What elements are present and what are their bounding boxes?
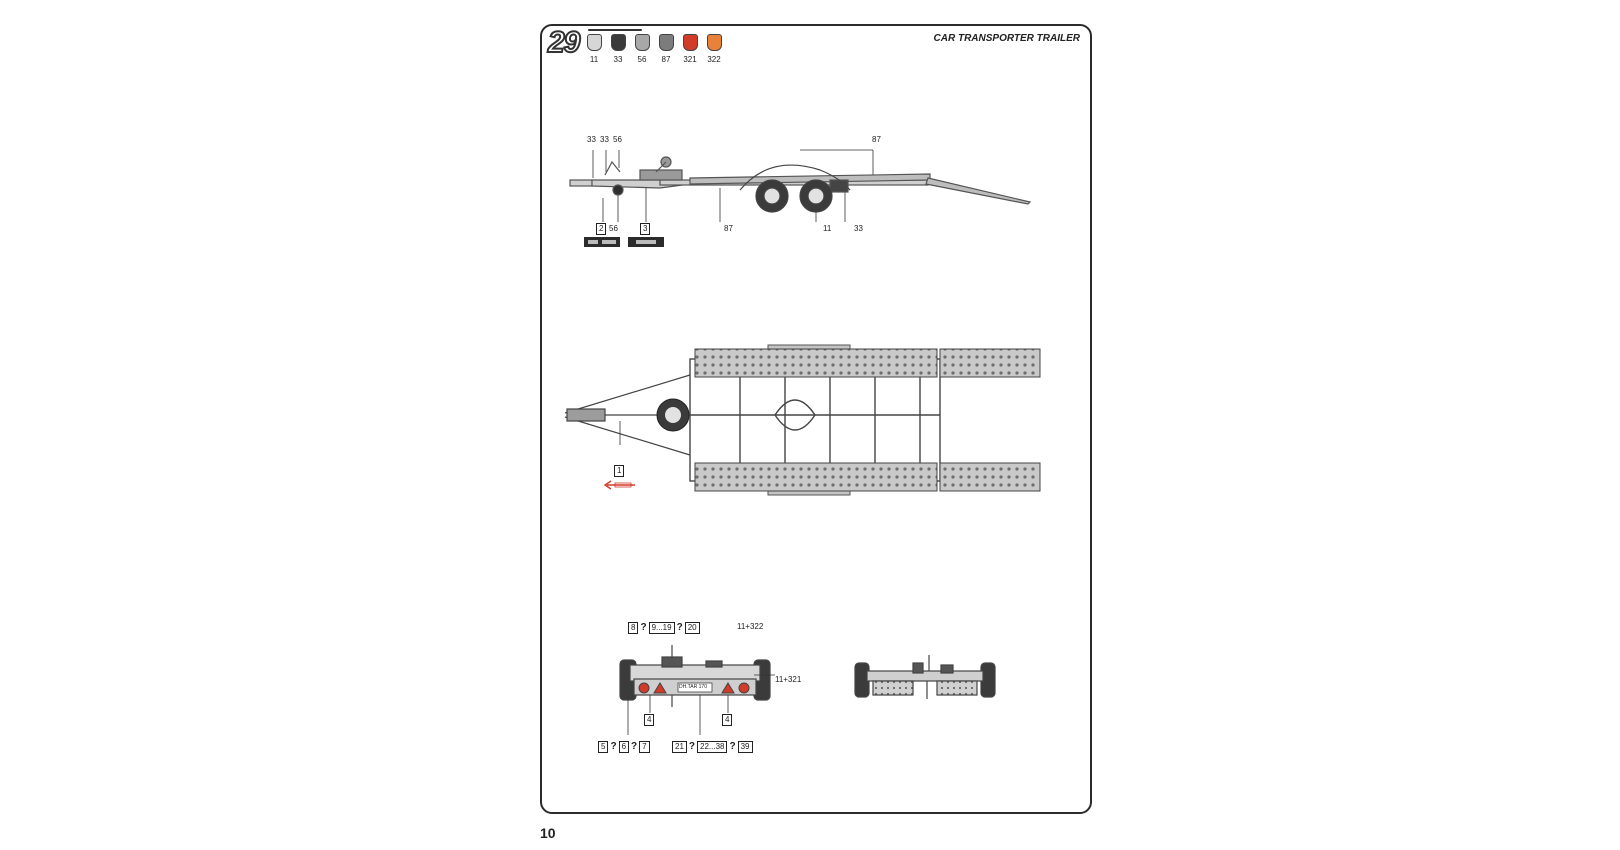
callout-part-4: 4: [644, 714, 655, 726]
callout-part-4: 4: [722, 714, 733, 726]
part-number-box: 5: [598, 741, 609, 753]
paint-pot-icon: [610, 34, 626, 51]
paint-pot-87: 87: [656, 34, 676, 64]
paint-pot-icon: [634, 34, 650, 51]
part-number-box: 2: [596, 223, 607, 235]
callout-paint-33: 33: [600, 135, 609, 144]
part-number-box: 9...19: [648, 622, 675, 634]
paint-pot-11: 11: [584, 34, 604, 64]
part-number-box: 8: [628, 622, 639, 634]
callout-paint-56: 56: [613, 135, 622, 144]
part-number-box: 21: [672, 741, 687, 753]
callout-part-3: 3: [640, 223, 651, 235]
paint-pot-icon: [658, 34, 674, 51]
page-number: 10: [540, 825, 556, 841]
part-ref-row-bottom-right: 21?22...38?39: [672, 741, 753, 753]
part-number-box: 39: [737, 741, 753, 753]
paint-pot-icon: [682, 34, 698, 51]
paint-code: 321: [683, 55, 697, 64]
question-mark: ?: [688, 741, 696, 752]
question-mark: ?: [631, 741, 638, 752]
part-number-box: 7: [639, 741, 650, 753]
paint-code: 322: [707, 55, 721, 64]
part-number-box: 3: [640, 223, 651, 235]
callout-paint-87: 87: [872, 135, 881, 144]
license-plate: DH.TAR 170: [679, 684, 707, 690]
callout-paint-33: 33: [587, 135, 596, 144]
decal-thumbnails: [584, 237, 664, 247]
callout-paint-11-322: 11+322: [737, 622, 764, 631]
callout-paint-87: 87: [724, 224, 733, 233]
callout-paint-11-321: 11+321: [775, 675, 802, 684]
trailer-side-view: [569, 149, 1032, 222]
paint-code: 56: [637, 55, 647, 64]
paint-code: 33: [613, 55, 623, 64]
callout-paint-11: 11: [823, 224, 832, 233]
paint-pot-33: 33: [608, 34, 628, 64]
callout-paint-56: 56: [609, 224, 618, 233]
paint-brush-icon: [588, 29, 642, 31]
question-mark: ?: [729, 741, 736, 752]
part-number-box: 4: [644, 714, 655, 726]
paint-code: 87: [661, 55, 671, 64]
paint-pot-322: 322: [704, 34, 724, 64]
red-arrow-icon: [603, 480, 635, 490]
trailer-top-view: [564, 344, 1041, 496]
paint-pot-321: 321: [680, 34, 700, 64]
paint-code: 11: [589, 55, 599, 64]
part-number-box: 22...38: [697, 741, 728, 753]
part-number-box: 4: [722, 714, 733, 726]
trailer-rear-view-detail: [619, 645, 775, 735]
part-ref-row-bottom-left: 5?6?7: [598, 741, 650, 753]
page-title: CAR TRANSPORTER TRAILER: [933, 33, 1080, 44]
part-number-box: 20: [684, 622, 700, 634]
paint-pot-icon: [586, 34, 602, 51]
callout-paint-33: 33: [854, 224, 863, 233]
question-mark: ?: [676, 622, 683, 633]
question-mark: ?: [610, 741, 617, 752]
callout-part-1: 1: [614, 465, 625, 477]
question-mark: ?: [640, 622, 647, 633]
part-ref-row-top: 8?9...19?20: [628, 622, 700, 634]
paint-pot-icon: [706, 34, 722, 51]
callout-part-2: 2: [596, 223, 607, 235]
trailer-rear-view-assembled: [854, 655, 996, 699]
paint-pot-56: 56: [632, 34, 652, 64]
part-number-box: 6: [618, 741, 630, 753]
step-number: 29: [547, 25, 581, 60]
part-number-box: 1: [614, 465, 625, 477]
